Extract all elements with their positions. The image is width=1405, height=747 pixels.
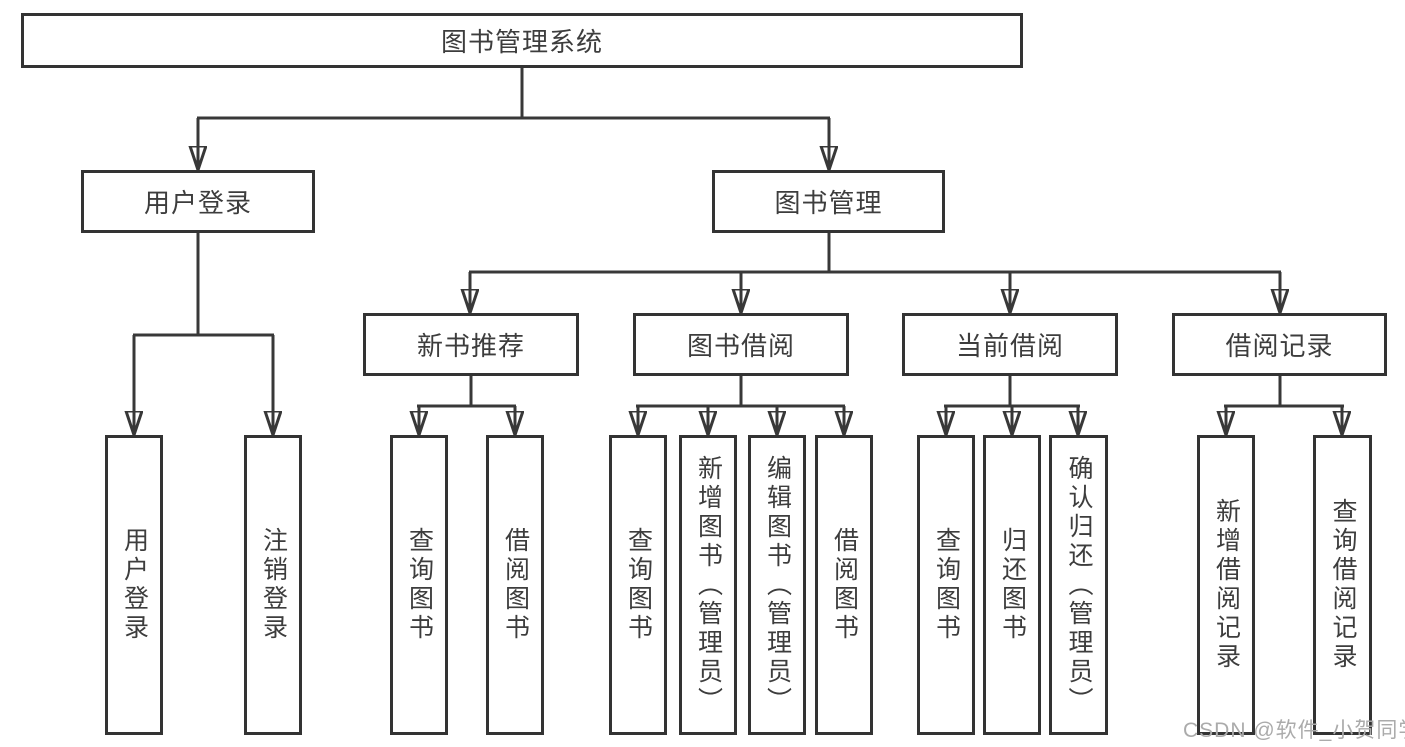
leaf-return-books: 归还图书 <box>983 435 1041 735</box>
node-new-book-recommend: 新书推荐 <box>363 313 579 376</box>
leaf-add-books-admin: 新增图书（管理员） <box>679 435 737 735</box>
leaf-borrow-books-recommend: 借阅图书 <box>486 435 544 735</box>
leaf-query-books-recommend: 查询图书 <box>390 435 448 735</box>
leaf-logout: 注销登录 <box>244 435 302 735</box>
leaf-confirm-return-admin: 确认归还（管理员） <box>1049 435 1108 735</box>
node-borrowing-records: 借阅记录 <box>1172 313 1387 376</box>
leaf-add-borrow-record: 新增借阅记录 <box>1197 435 1255 735</box>
node-book-borrowing: 图书借阅 <box>633 313 849 376</box>
node-current-borrowing: 当前借阅 <box>902 313 1118 376</box>
node-user-login: 用户登录 <box>81 170 315 233</box>
leaf-user-login: 用户登录 <box>105 435 163 735</box>
node-book-management: 图书管理 <box>712 170 945 233</box>
leaf-query-books-current: 查询图书 <box>917 435 975 735</box>
node-library-management-system: 图书管理系统 <box>21 13 1023 68</box>
leaf-query-books-borrowing: 查询图书 <box>609 435 667 735</box>
leaf-query-borrow-record: 查询借阅记录 <box>1313 435 1372 735</box>
leaf-borrow-books: 借阅图书 <box>815 435 873 735</box>
leaf-edit-books-admin: 编辑图书（管理员） <box>748 435 806 735</box>
csdn-watermark: CSDN @软件_小贺同学 <box>1183 719 1405 742</box>
